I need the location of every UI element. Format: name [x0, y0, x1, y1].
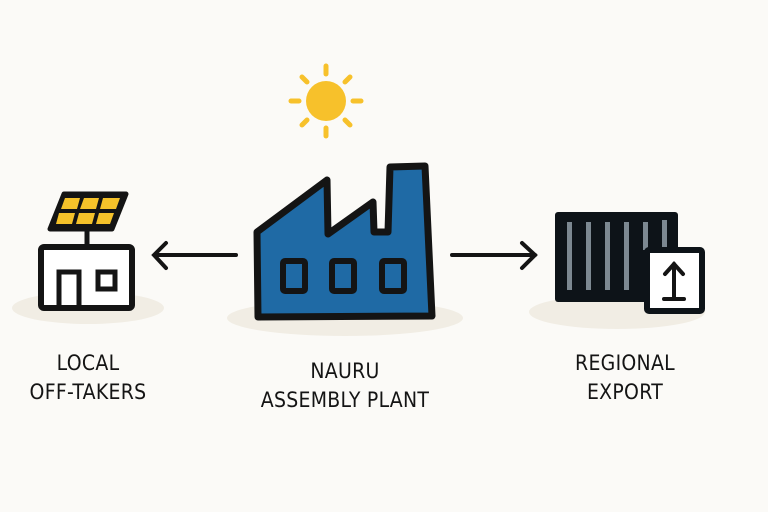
- export-label-line-1: REGIONAL: [575, 351, 675, 375]
- arrow-to-export-icon: [450, 241, 538, 270]
- export-label-line-2: EXPORT: [586, 380, 664, 404]
- plant-label-line-2: ASSEMBLY PLANT: [260, 388, 430, 412]
- node-label-local: LOCAL OFF-TAKERS: [9, 349, 167, 407]
- sun-icon: [288, 63, 364, 139]
- node-label-plant: NAURU ASSEMBLY PLANT: [233, 357, 458, 415]
- plant-label-line-1: NAURU: [310, 359, 380, 383]
- local-label-line-2: OFF-TAKERS: [29, 380, 147, 404]
- local-label-line-1: LOCAL: [56, 351, 120, 375]
- node-label-export: REGIONAL EXPORT: [549, 349, 702, 407]
- factory-icon: [253, 162, 436, 321]
- arrow-to-local-icon: [151, 241, 238, 270]
- shipping-container-export-icon: [555, 212, 705, 314]
- house-with-solar-panel-icon: [38, 191, 135, 311]
